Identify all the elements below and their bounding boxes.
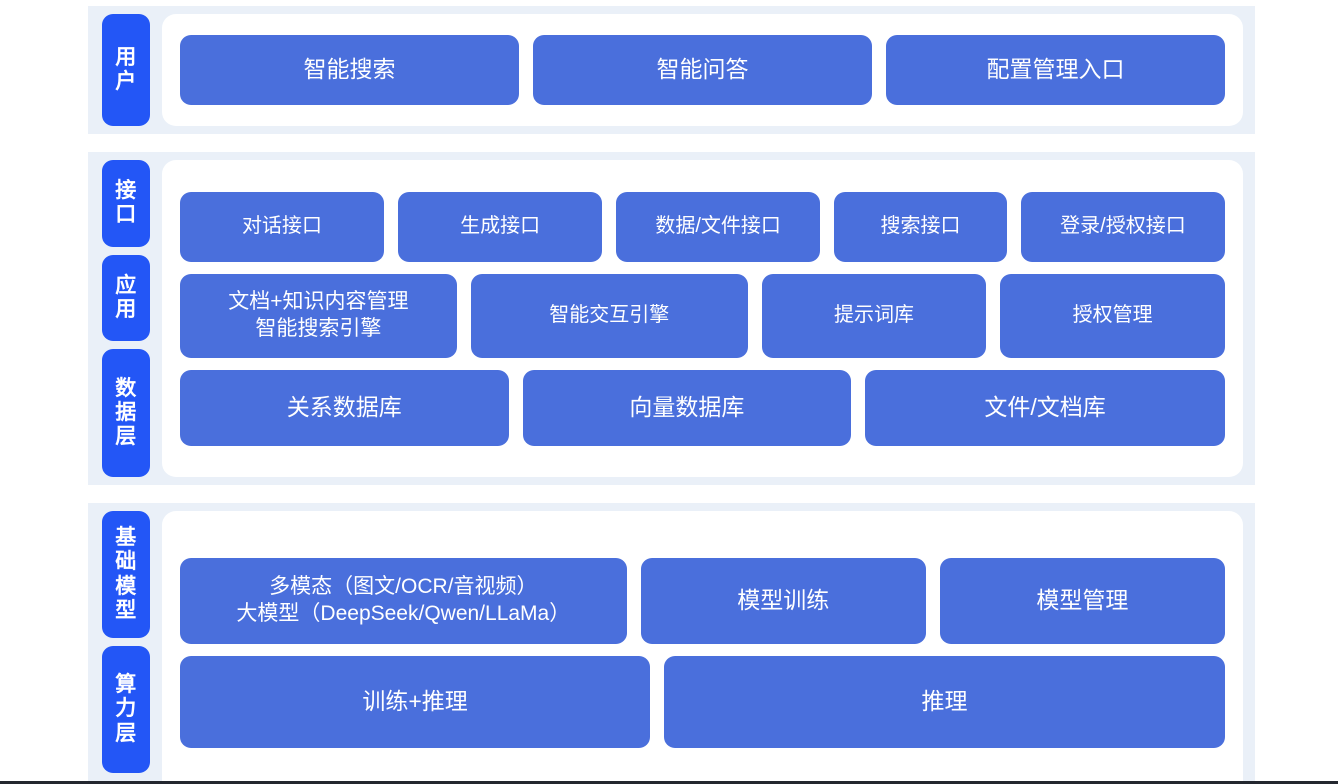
row-application: 文档+知识内容管理 智能搜索引擎 智能交互引擎 提示词库 授权管理 bbox=[180, 273, 1225, 358]
box-config-management-entry[interactable]: 配置管理入口 bbox=[886, 35, 1225, 105]
box-generation-api[interactable]: 生成接口 bbox=[398, 191, 603, 262]
box-relational-database[interactable]: 关系数据库 bbox=[180, 369, 509, 446]
row-user-entries: 智能搜索 智能问答 配置管理入口 bbox=[180, 35, 1225, 105]
box-prompt-library[interactable]: 提示词库 bbox=[761, 273, 987, 358]
panel-platform: 多模态（图文/OCR/音视频） 大模型（DeepSeek/Qwen/LLaMa）… bbox=[162, 511, 1243, 781]
box-inference[interactable]: 推理 bbox=[664, 656, 1225, 748]
box-smart-qa[interactable]: 智能问答 bbox=[533, 35, 872, 105]
box-dialog-api[interactable]: 对话接口 bbox=[180, 191, 385, 262]
box-search-api[interactable]: 搜索接口 bbox=[834, 191, 1007, 262]
box-multimodal-large-model[interactable]: 多模态（图文/OCR/音视频） 大模型（DeepSeek/Qwen/LLaMa） bbox=[180, 558, 627, 644]
box-smart-search[interactable]: 智能搜索 bbox=[180, 35, 519, 105]
box-training-inference[interactable]: 训练+推理 bbox=[180, 656, 651, 748]
label-column-user: 用户 bbox=[88, 6, 150, 134]
box-smart-interaction-engine[interactable]: 智能交互引擎 bbox=[470, 273, 748, 358]
layer-chip-user[interactable]: 用户 bbox=[102, 14, 150, 126]
box-model-training[interactable]: 模型训练 bbox=[640, 558, 926, 644]
box-authorization-management[interactable]: 授权管理 bbox=[1000, 273, 1225, 358]
layer-chip-interface[interactable]: 接口 bbox=[102, 160, 150, 247]
bottom-rule bbox=[0, 781, 1338, 784]
layer-chip-foundation-model[interactable]: 基础模型 bbox=[102, 511, 150, 638]
label-column-middle: 接口 应用 数据层 bbox=[88, 152, 150, 485]
layer-chip-application-label: 应用 bbox=[115, 273, 137, 321]
row-compute: 训练+推理 推理 bbox=[180, 656, 1225, 748]
row-data: 关系数据库 向量数据库 文件/文档库 bbox=[180, 369, 1225, 446]
box-model-management[interactable]: 模型管理 bbox=[939, 558, 1226, 644]
box-data-file-api[interactable]: 数据/文件接口 bbox=[616, 191, 821, 262]
section-user: 用户 智能搜索 智能问答 配置管理入口 bbox=[88, 6, 1255, 134]
row-model: 多模态（图文/OCR/音视频） 大模型（DeepSeek/Qwen/LLaMa）… bbox=[180, 558, 1226, 644]
row-interface: 对话接口 生成接口 数据/文件接口 搜索接口 登录/授权接口 bbox=[180, 191, 1225, 262]
panel-middle: 对话接口 生成接口 数据/文件接口 搜索接口 登录/授权接口 文档+知识内容管理… bbox=[162, 160, 1243, 477]
box-vector-database[interactable]: 向量数据库 bbox=[522, 369, 852, 446]
box-file-document-store[interactable]: 文件/文档库 bbox=[865, 369, 1225, 446]
box-doc-knowledge-management[interactable]: 文档+知识内容管理 智能搜索引擎 bbox=[180, 273, 457, 358]
box-login-auth-api[interactable]: 登录/授权接口 bbox=[1020, 191, 1225, 262]
layer-chip-compute[interactable]: 算力层 bbox=[102, 646, 150, 773]
layer-chip-user-label: 用户 bbox=[115, 45, 137, 93]
panel-user: 智能搜索 智能问答 配置管理入口 bbox=[162, 14, 1243, 126]
label-column-platform: 基础模型 算力层 bbox=[88, 503, 150, 781]
layer-chip-foundation-model-label: 基础模型 bbox=[115, 525, 137, 622]
section-platform: 基础模型 算力层 多模态（图文/OCR/音视频） 大模型（DeepSeek/Qw… bbox=[88, 503, 1255, 781]
layer-chip-interface-label: 接口 bbox=[115, 178, 137, 227]
layer-chip-data[interactable]: 数据层 bbox=[102, 349, 150, 478]
section-middle: 接口 应用 数据层 对话接口 生成接口 数据/文件接口 搜索接口 登录/授权接口… bbox=[88, 152, 1255, 485]
layer-chip-compute-label: 算力层 bbox=[115, 672, 137, 745]
layer-chip-data-label: 数据层 bbox=[115, 376, 137, 449]
layer-chip-application[interactable]: 应用 bbox=[102, 254, 150, 342]
